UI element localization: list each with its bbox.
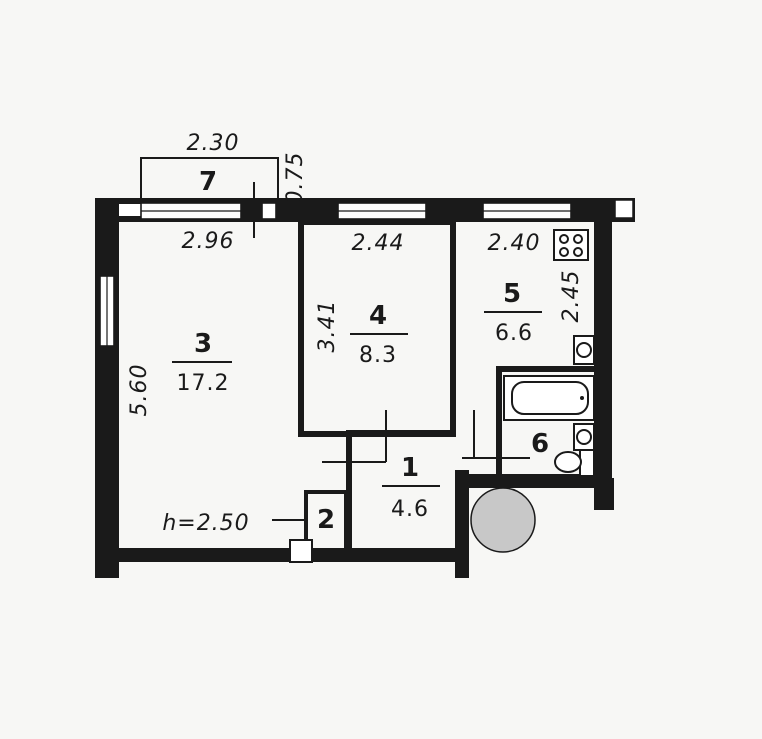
room-1-area: 4.6 bbox=[391, 497, 429, 522]
dim-ceiling-height: h=2.50 bbox=[162, 511, 249, 536]
kitchen-sink-icon bbox=[573, 335, 595, 365]
marker-circle bbox=[470, 487, 536, 553]
bathtub-icon bbox=[503, 375, 595, 421]
room-labels: 7 3 17.2 4 8.3 5 6.6 6 1 4.6 2 bbox=[172, 167, 549, 535]
room-3-number: 3 bbox=[194, 329, 212, 359]
room-4-area: 8.3 bbox=[359, 343, 397, 368]
fixtures bbox=[470, 229, 595, 553]
room-5-number: 5 bbox=[503, 279, 521, 309]
windows bbox=[99, 199, 634, 347]
dim-room5-width: 2.40 bbox=[488, 231, 541, 256]
dim-room4-length: 3.41 bbox=[315, 300, 340, 353]
dim-balcony-width: 2.30 bbox=[187, 131, 240, 156]
dim-balcony-depth: 0.75 bbox=[283, 152, 308, 205]
room-4-number: 4 bbox=[369, 301, 387, 331]
dim-room3-length: 5.60 bbox=[127, 364, 152, 417]
bathroom-sink-icon bbox=[573, 423, 595, 451]
dim-room3-width: 2.96 bbox=[182, 229, 235, 254]
stove-icon bbox=[553, 229, 589, 261]
room-7-number: 7 bbox=[199, 167, 217, 197]
dimension-labels: 2.30 0.75 2.96 5.60 2.44 3.41 2.40 2.45 … bbox=[127, 131, 584, 536]
outer-walls bbox=[95, 198, 635, 578]
dim-room4-width: 2.44 bbox=[352, 231, 405, 256]
balcony-door bbox=[261, 202, 277, 220]
room-1-number: 1 bbox=[401, 453, 419, 483]
room-6-number: 6 bbox=[531, 429, 549, 459]
room-2-number: 2 bbox=[317, 505, 335, 535]
room-5-area: 6.6 bbox=[495, 321, 533, 346]
dim-room5-length: 2.45 bbox=[559, 270, 584, 323]
toilet-icon bbox=[554, 449, 595, 477]
interior-walls bbox=[272, 219, 596, 563]
balcony-outline bbox=[140, 157, 279, 203]
room-3-area: 17.2 bbox=[177, 371, 230, 396]
vent-shaft bbox=[289, 539, 313, 563]
